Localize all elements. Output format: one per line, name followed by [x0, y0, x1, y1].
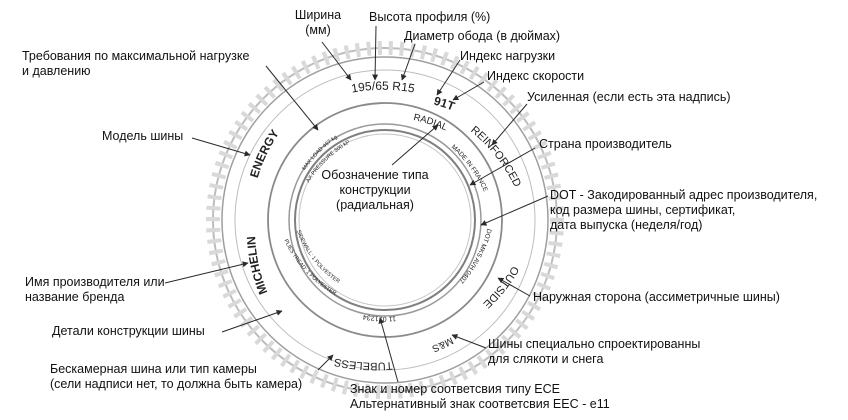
- tire-rings: [206, 41, 564, 399]
- label-speed-index: Индекс скорости: [487, 69, 585, 83]
- label-model: Модель шины: [102, 129, 184, 143]
- tire-tubeless-text: TUBELESS: [333, 355, 393, 371]
- arrow-model: [191, 137, 251, 157]
- tire-made-in-text: MADE IN FRANCE: [450, 144, 489, 194]
- arrow-construction-details: [221, 309, 283, 333]
- arrow-max-load: [265, 65, 319, 131]
- tire-ece-text: 11 021234: [362, 313, 396, 322]
- arrow-rim: [401, 43, 416, 81]
- tire-size-text: 195/65 R15: [350, 79, 416, 96]
- arrow-profile: [372, 25, 379, 81]
- arrow-construction: [391, 124, 439, 166]
- label-rim: Диаметр обода (в дюймах): [404, 29, 561, 43]
- tire-brand-text: MICHELIN: [244, 236, 270, 297]
- label-brand: Имя производителя или название бренда: [25, 275, 165, 304]
- arrow-outside: [497, 277, 531, 297]
- label-dot: DOT - Закодированный адрес производителя…: [550, 188, 818, 232]
- tire-model-text: ENERGY: [247, 127, 282, 180]
- arrow-dot: [480, 195, 549, 226]
- arrow-brand: [164, 261, 249, 284]
- arrow-tubeless: [317, 354, 334, 371]
- label-reinforced: Усиленная (если есть эта надпись): [527, 90, 731, 104]
- tire-ms-text: M&S: [430, 335, 455, 354]
- label-load-index: Индекс нагрузки: [460, 49, 556, 63]
- label-ece: Знак и номер соответсвия типу ECE Альтер…: [350, 382, 610, 411]
- label-ms: Шины специально спроектированны для сляк…: [488, 337, 701, 366]
- arrow-load-index: [436, 59, 461, 96]
- tire-load-speed-text: 91T: [432, 94, 457, 114]
- arrow-ms: [451, 334, 487, 349]
- arrow-ece: [378, 317, 399, 383]
- label-tubeless: Бескамерная шина или тип камеры (сели на…: [50, 362, 303, 391]
- label-country: Страна производитель: [539, 137, 672, 151]
- label-width: Ширина (мм): [294, 8, 342, 37]
- callout-arrows: [164, 25, 549, 383]
- label-profile: Высота профиля (%): [369, 10, 491, 24]
- arrow-country: [469, 147, 536, 186]
- label-construction: Обозначение типа конструкции (радиальная…: [321, 168, 429, 212]
- label-max-load: Требования по максимальной нагрузке и да…: [22, 49, 250, 78]
- arrow-speed-index: [452, 81, 485, 101]
- label-construction-details: Детали конструкции шины: [52, 324, 205, 338]
- arrow-reinforced: [491, 103, 528, 146]
- arrow-width: [321, 41, 352, 81]
- tire-sidewall-text: SIDEWALL: 1 POLYESTER: [295, 229, 341, 285]
- label-outside: Наружная сторона (ассиметричные шины): [533, 290, 780, 304]
